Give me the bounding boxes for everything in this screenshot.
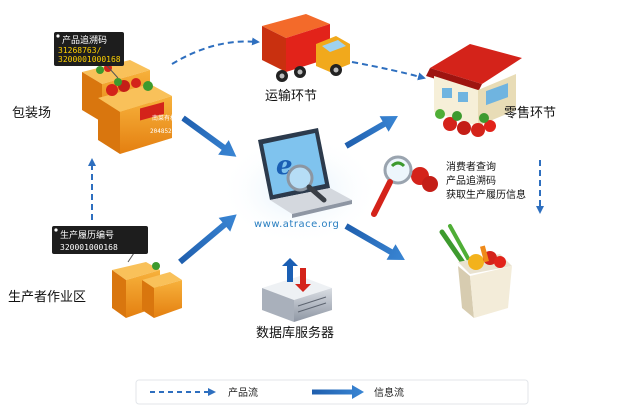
magnifier-icon xyxy=(286,164,327,203)
truck-illustration xyxy=(262,14,350,82)
packaging-tag xyxy=(54,32,124,79)
producer-tag-title: 生产履历编号 xyxy=(60,229,114,241)
retail-label: 零售环节 xyxy=(504,105,556,121)
product-flow-arrows xyxy=(88,37,544,220)
sync-arrows-icon xyxy=(282,258,311,292)
consumer-line-1: 消费者查询 xyxy=(446,160,496,173)
box-label-text-2: 20485211 xyxy=(150,128,179,135)
database-label: 数据库服务器 xyxy=(256,325,334,341)
packaging-label: 包装场 xyxy=(12,106,51,121)
flow-packaging-to-transport xyxy=(171,37,260,65)
packaging-tag-code-2: 3200001000168 xyxy=(58,55,121,64)
producer-label: 生产者作业区 xyxy=(8,290,86,305)
transport-label: 运输环节 xyxy=(265,88,317,104)
packaging-illustration xyxy=(82,60,172,154)
retail-illustration xyxy=(426,44,522,137)
consumer-line-3: 获取生产履历信息 xyxy=(446,188,526,201)
producer-tag-code: 320001000168 xyxy=(60,243,118,252)
database-server-illustration xyxy=(262,276,332,322)
legend xyxy=(135,379,529,405)
info-arrow-retail xyxy=(344,116,398,149)
producer-crates-illustration xyxy=(112,262,182,318)
website-url: www.atrace.org xyxy=(254,219,339,230)
info-arrow-consumer xyxy=(344,223,405,260)
packaging-tag-title: 产品追溯码 xyxy=(62,34,107,46)
flow-transport-to-retail xyxy=(351,61,426,81)
producer-tag xyxy=(52,226,148,263)
info-arrow-packaging xyxy=(181,115,237,157)
box-label-text-1: 南菜有机蔬 xyxy=(152,114,182,122)
consumer-magnifier-illustration xyxy=(371,155,438,217)
info-arrow-producer xyxy=(178,214,237,265)
legend-info-flow-arrow xyxy=(312,385,364,399)
legend-info-flow-label: 信息流 xyxy=(374,386,404,399)
basket-illustration xyxy=(439,224,512,318)
packaging-tag-code-1: 31268763/ xyxy=(58,46,102,55)
legend-product-flow-label: 产品流 xyxy=(228,386,258,399)
info-flow-arrows xyxy=(178,115,405,265)
consumer-line-2: 产品追溯码 xyxy=(446,174,496,187)
